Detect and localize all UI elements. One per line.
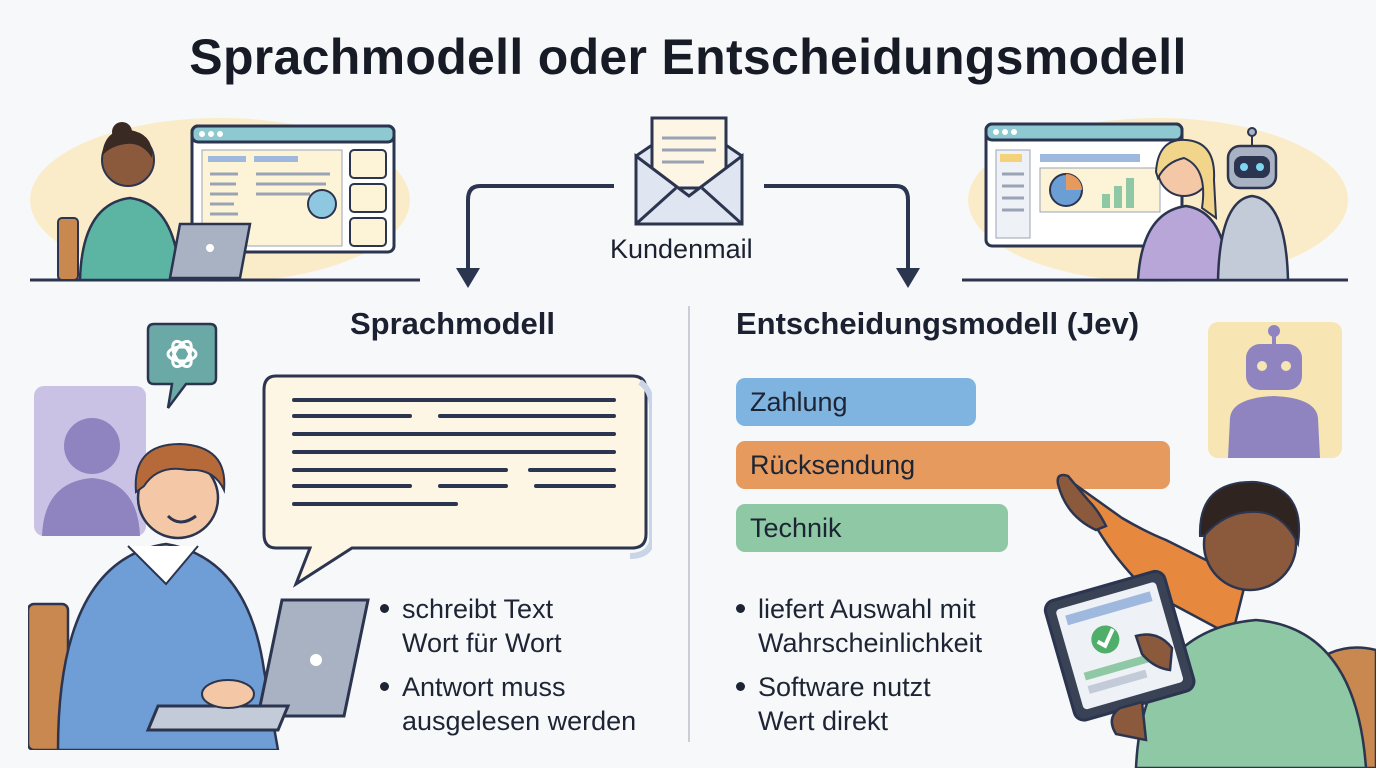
right-bullet-2-line-1: Software nutzt: [758, 672, 931, 702]
option-bar-ruecksendung: Rücksendung: [736, 441, 1170, 489]
option-bar-technik: Technik: [736, 504, 1008, 552]
tablet-icon: [1043, 473, 1376, 768]
top-left-illustration: [30, 118, 420, 282]
mail-label: Kundenmail: [610, 234, 753, 264]
user-avatar-placeholder: [34, 386, 146, 536]
right-bullet-2: Software nutzt Wert direkt: [736, 670, 931, 738]
right-bullet-1-line-1: liefert Auswahl mit: [758, 594, 976, 624]
option-label: Zahlung: [750, 387, 848, 417]
bullet-dot: [380, 682, 389, 691]
left-bullet-1-line-2: Wort für Wort: [402, 628, 562, 658]
left-bullet-1: schreibt Text Wort für Wort: [380, 592, 562, 660]
laptop-icon: [28, 442, 370, 750]
center-divider: [688, 306, 690, 742]
left-bullet-2: Antwort muss ausgelesen werden: [380, 670, 637, 738]
right-bullet-1: liefert Auswahl mit Wahrscheinlichkeit: [736, 592, 983, 660]
right-bullet-1-line-2: Wahrscheinlichkeit: [758, 628, 983, 658]
left-bullet-2-line-2: ausgelesen werden: [402, 706, 637, 736]
robot-icon: [1208, 322, 1342, 458]
envelope-icon: [634, 116, 744, 226]
page-title: Sprachmodell oder Entscheidungsmodell: [189, 29, 1187, 85]
option-label: Technik: [750, 513, 842, 543]
right-heading: Entscheidungsmodell (Jev): [736, 306, 1140, 341]
option-label: Rücksendung: [750, 450, 916, 480]
option-bar-zahlung: Zahlung: [736, 378, 976, 426]
left-bullet-1-line-1: schreibt Text: [402, 594, 554, 624]
top-right-illustration: [962, 118, 1348, 282]
bullet-dot: [736, 682, 745, 691]
bullet-dot: [736, 604, 745, 613]
speech-bubble-icon: [262, 374, 652, 588]
left-bullet-2-line-1: Antwort muss: [402, 672, 566, 702]
right-bullet-2-line-2: Wert direkt: [758, 706, 889, 736]
chatgpt-icon: [146, 322, 218, 409]
left-heading: Sprachmodell: [350, 306, 555, 341]
bullet-dot: [380, 604, 389, 613]
mail-flow-arrows: [456, 184, 920, 288]
